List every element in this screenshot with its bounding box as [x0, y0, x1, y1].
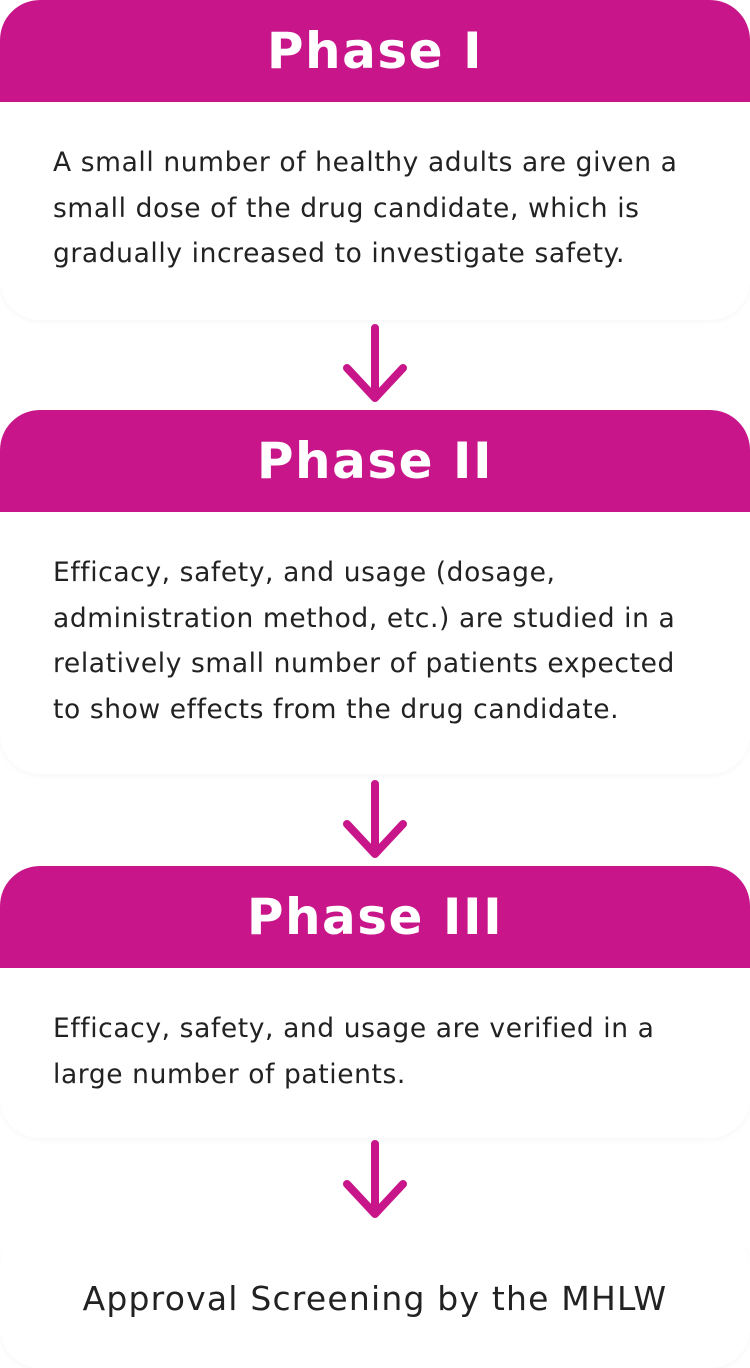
down-arrow-icon: [343, 780, 407, 858]
phase-3-header: Phase III: [0, 866, 750, 968]
approval-screening-label: Approval Screening by the MHLW: [82, 1278, 668, 1318]
phase-3-card: Phase III Efficacy, safety, and usage ar…: [0, 866, 750, 1138]
phase-2-header: Phase II: [0, 410, 750, 512]
phase-3-title: Phase III: [246, 888, 504, 946]
phase-1-description: A small number of healthy adults are giv…: [53, 147, 678, 269]
phase-1-title: Phase I: [266, 22, 484, 80]
phase-2-card: Phase II Efficacy, safety, and usage (do…: [0, 410, 750, 774]
phase-2-description: Efficacy, safety, and usage (dosage, adm…: [53, 557, 676, 725]
phase-2-title: Phase II: [256, 432, 494, 490]
down-arrow-icon: [343, 324, 407, 402]
down-arrow-icon: [343, 1140, 407, 1218]
phase-1-header: Phase I: [0, 0, 750, 102]
phase-3-description: Efficacy, safety, and usage are verified…: [53, 1013, 655, 1090]
phase-1-card: Phase I A small number of healthy adults…: [0, 0, 750, 320]
phase-1-body: A small number of healthy adults are giv…: [0, 102, 750, 320]
phase-3-body: Efficacy, safety, and usage are verified…: [0, 968, 750, 1138]
phase-2-body: Efficacy, safety, and usage (dosage, adm…: [0, 512, 750, 774]
approval-screening-box: Approval Screening by the MHLW: [0, 1228, 750, 1368]
